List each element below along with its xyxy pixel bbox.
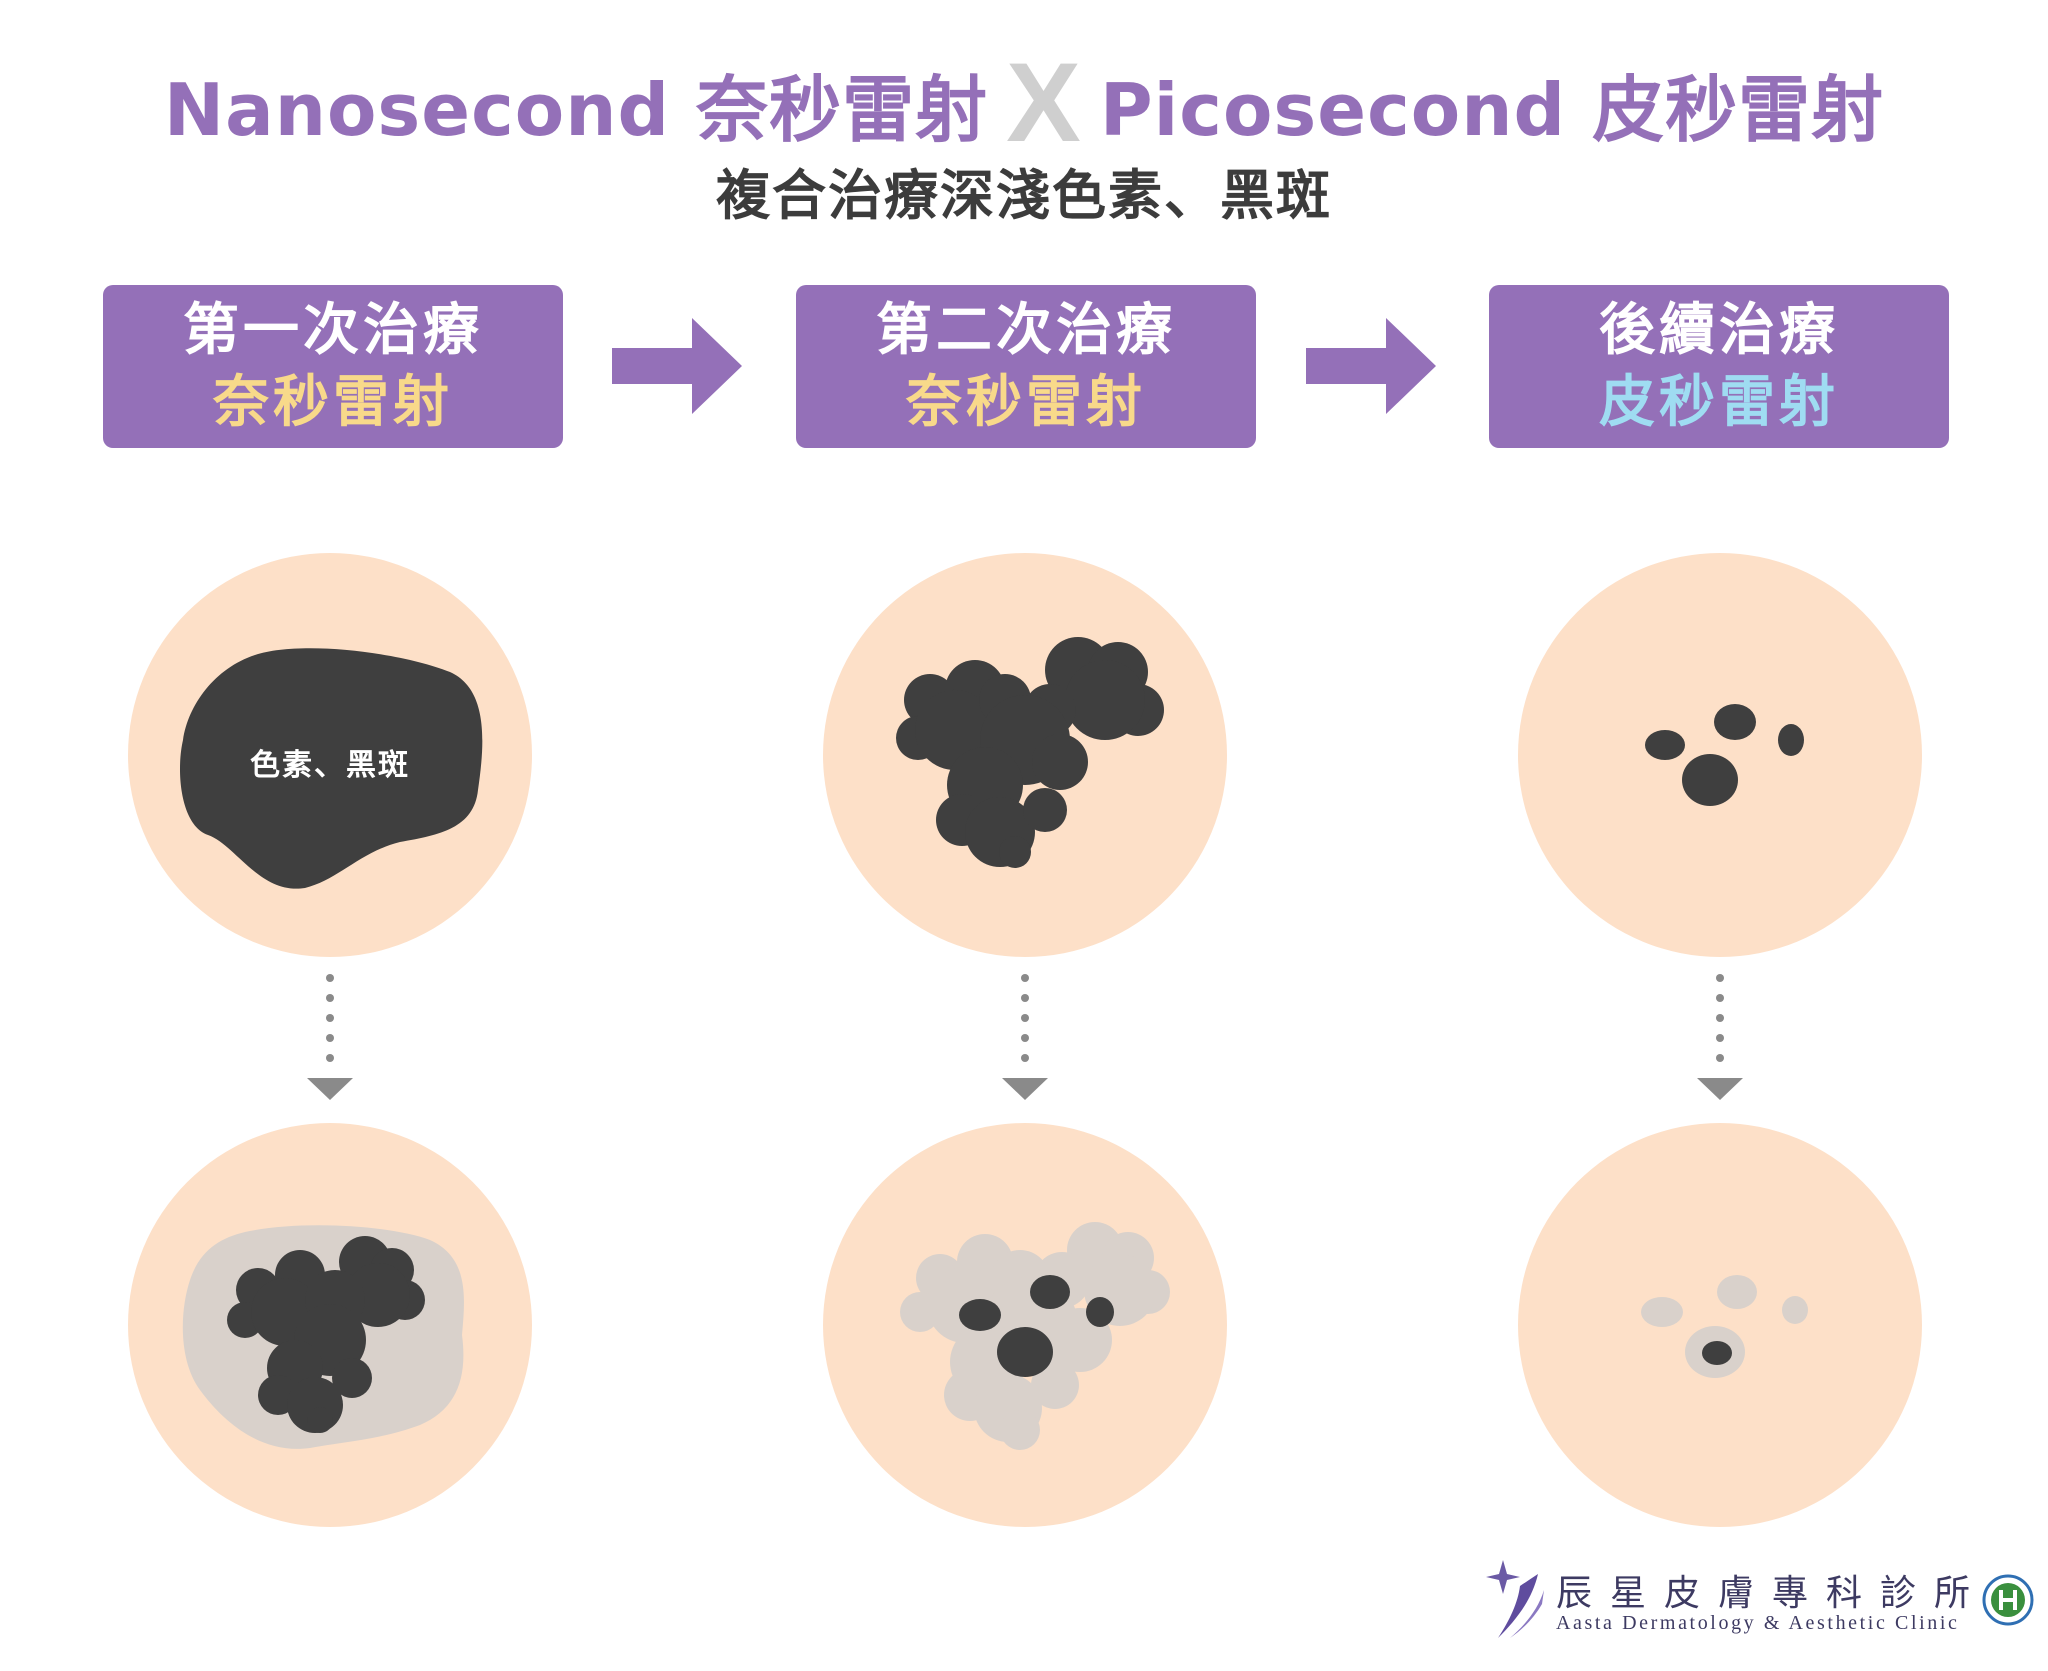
title-x-mark: X [1006, 40, 1082, 165]
skin-circle-after-3 [1518, 1123, 1922, 1527]
pigment-spots-after-2 [959, 1275, 1114, 1377]
pigment-spots-third [1645, 704, 1804, 806]
right-arrow-icon [1306, 318, 1436, 414]
step-laser: 皮秒雷射 [1599, 369, 1839, 435]
clinic-name: 辰星皮膚專科診所 [1556, 1573, 1989, 1614]
main-title: Nanosecond 奈秒雷射 X Picosecond 皮秒雷射 [0, 40, 2048, 165]
faded-area-after-2 [900, 1222, 1170, 1450]
right-arrow-icon [612, 318, 742, 414]
clinic-star-logo-icon [1486, 1560, 1544, 1638]
hospital-badge-icon [1982, 1574, 2034, 1626]
down-arrow-icon [1002, 974, 1048, 1100]
pigment-label: 色素、黑斑 [250, 748, 410, 783]
down-arrow-icon [307, 974, 353, 1100]
step-title: 第二次治療 [876, 297, 1176, 363]
step-box-second: 第二次治療 奈秒雷射 [796, 285, 1256, 448]
step-title: 後續治療 [1599, 297, 1839, 363]
pigment-blob-large [179, 648, 483, 889]
clinic-logo [1486, 1560, 2034, 1638]
step-title: 第一次治療 [183, 297, 483, 363]
step-box-first: 第一次治療 奈秒雷射 [103, 285, 563, 448]
pigment-cluster-after-1 [227, 1236, 425, 1433]
pigment-dot-after-3 [1702, 1341, 1732, 1365]
title-nanosecond: Nanosecond 奈秒雷射 [163, 67, 989, 152]
title-picosecond: Picosecond 皮秒雷射 [1099, 67, 1885, 152]
step-box-followup: 後續治療 皮秒雷射 [1489, 285, 1949, 448]
step-laser: 奈秒雷射 [213, 369, 453, 435]
down-arrow-icon [1697, 974, 1743, 1100]
pigment-cluster-second [896, 637, 1164, 868]
skin-circle-before-3 [1518, 553, 1922, 957]
step-laser: 奈秒雷射 [906, 369, 1146, 435]
clinic-name-en: Aasta Dermatology & Aesthetic Clinic [1556, 1612, 1960, 1634]
subtitle: 複合治療深淺色素、黑斑 [716, 164, 1332, 227]
